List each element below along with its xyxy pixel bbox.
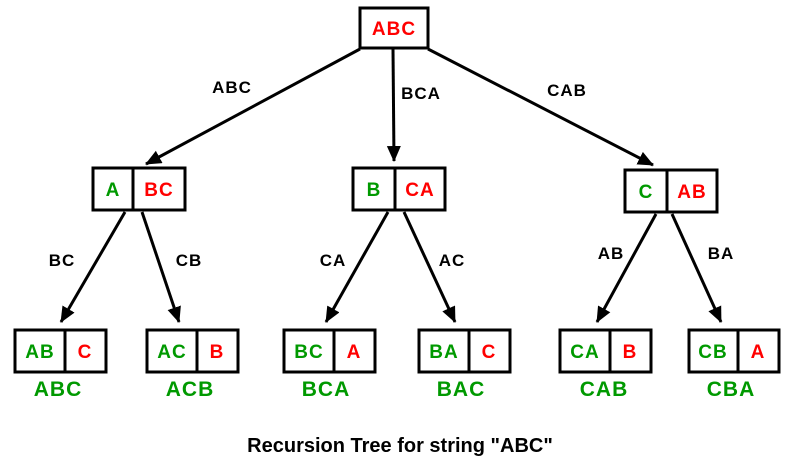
edge-node-a-right [140,211,181,323]
root-label: ABC [372,19,416,40]
leaf-fixed-cell [417,328,471,374]
leaf-remaining-label: A [751,342,766,363]
edge-label-level2: BC [49,251,76,270]
leaf-fixed-cell [282,328,336,374]
edge-node-b-left [324,211,390,323]
leaf-fixed-label: AB [25,342,54,363]
leaf-remaining-label: A [347,342,362,363]
node-remaining-label: BC [144,180,173,201]
node-fixed-label: A [106,180,121,201]
leaf-fixed-label: BC [294,342,323,363]
edge-node-a-left [59,211,127,323]
leaf-remaining-cell [63,328,108,374]
leaf-fixed-cell [558,328,612,374]
edge-label-level2: BA [708,244,735,263]
edge-label-level1: CAB [547,81,587,100]
node-remaining-cell [393,166,447,212]
leaf-result-label: CAB [580,378,629,401]
leaf-node: BA C BAC [417,328,512,401]
edge-label-level1: ABC [212,78,252,97]
leaf-node: AB C ABC [13,328,108,401]
root-node: ABC [358,6,430,50]
leaf-node: AC B ACB [145,328,240,401]
level2-node: A BC [91,166,187,212]
node-fixed-label: C [639,182,654,203]
node-remaining-cell [131,166,187,212]
edge-label-level2: CB [176,251,203,270]
node-remaining-label: CA [405,180,434,201]
leaf-fixed-label: CA [570,342,599,363]
leaf-result-label: BAC [437,378,486,401]
leaf-fixed-label: BA [429,342,458,363]
leaf-node: CA B CAB [558,328,653,401]
edge-node-c-left [595,213,658,323]
leaf-remaining-cell [608,328,653,374]
edge-root-to-node-b [386,48,401,162]
leaf-fixed-label: AC [157,342,186,363]
leaf-remaining-label: B [623,342,638,363]
edge-root-to-node-a [145,47,361,166]
diagram-caption: Recursion Tree for string "ABC" [247,435,553,457]
node-fixed-label: B [367,180,382,201]
leaf-remaining-cell [467,328,512,374]
edge-label-level2: AC [439,251,466,270]
leaf-result-label: ACB [166,378,215,401]
node-remaining-label: AB [677,182,706,203]
edge-node-c-right [670,213,723,323]
leaf-node: BC A BCA [282,328,377,401]
leaf-fixed-cell [13,328,67,374]
leaf-result-label: BCA [302,378,351,401]
leaf-remaining-cell [195,328,240,374]
edge-root-to-node-c [427,47,654,167]
node-fixed-cell [623,168,669,214]
edge-label-level2: AB [598,244,625,263]
level2-node: B CA [351,166,447,212]
leaf-result-label: ABC [34,378,83,401]
leaf-fixed-cell [145,328,199,374]
leaf-remaining-label: C [482,342,497,363]
leaf-node: CB A CBA [687,328,781,401]
edge-label-level2: CA [320,251,347,270]
leaf-fixed-label: CB [698,342,727,363]
leaf-result-label: CBA [707,378,756,401]
level2-node: C AB [623,168,719,214]
leaf-fixed-cell [687,328,740,374]
leaf-remaining-label: B [210,342,225,363]
node-fixed-cell [91,166,135,212]
root-box [358,6,430,50]
node-remaining-cell [665,168,719,214]
leaf-remaining-cell [736,328,781,374]
edge-node-b-right [402,211,457,323]
edge-label-level1: BCA [401,84,441,103]
leaf-remaining-label: C [78,342,93,363]
leaf-remaining-cell [332,328,377,374]
